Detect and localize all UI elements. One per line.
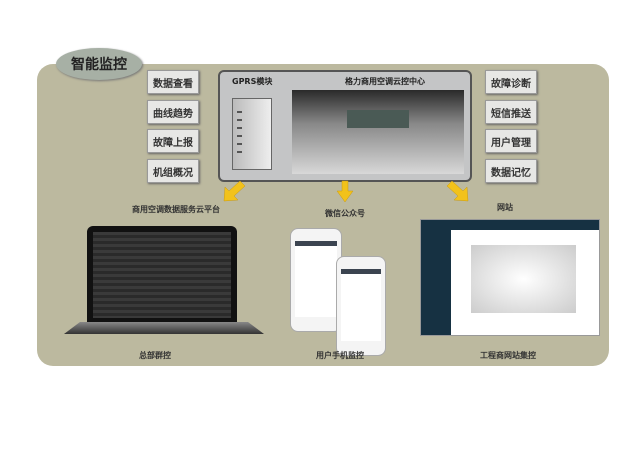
cloud-control-center: GPRS模块 格力商用空调云控中心 [218,70,472,182]
contractor-web-caption: 工程商网站集控 [480,351,536,360]
function-fault-diagnosis: 故障诊断 [485,70,537,94]
function-unit-overview: 机组概况 [147,159,199,183]
arrow-left-icon [223,180,246,202]
laptop-base [64,322,264,334]
hq-control-caption: 总部群控 [139,351,171,360]
wechat-label: 微信公众号 [325,209,365,218]
function-fault-report: 故障上报 [147,129,199,153]
laptop-image [87,226,237,322]
mobile-monitor-caption: 用户手机监控 [316,351,364,360]
function-user-management: 用户管理 [485,129,537,153]
function-sms-push: 短信推送 [485,100,537,124]
section-title: 智能监控 [56,48,142,80]
function-curve-trend: 曲线趋势 [147,100,199,124]
website-screenshot [420,219,600,336]
cloud-platform-label: 商用空调数据服务云平台 [132,205,220,214]
arrow-down-icon [336,180,354,203]
gprs-module-label: GPRS模块 [232,77,273,86]
phone-image-back [290,228,342,332]
control-room-image [292,90,464,174]
function-data-memory: 数据记忆 [485,159,537,183]
arrow-right-icon [446,180,469,202]
function-data-view: 数据查看 [147,70,199,94]
gprs-device-image [232,98,272,170]
phone-image-front [336,256,386,356]
website-label: 网站 [497,203,513,212]
control-center-title: 格力商用空调云控中心 [345,77,425,86]
